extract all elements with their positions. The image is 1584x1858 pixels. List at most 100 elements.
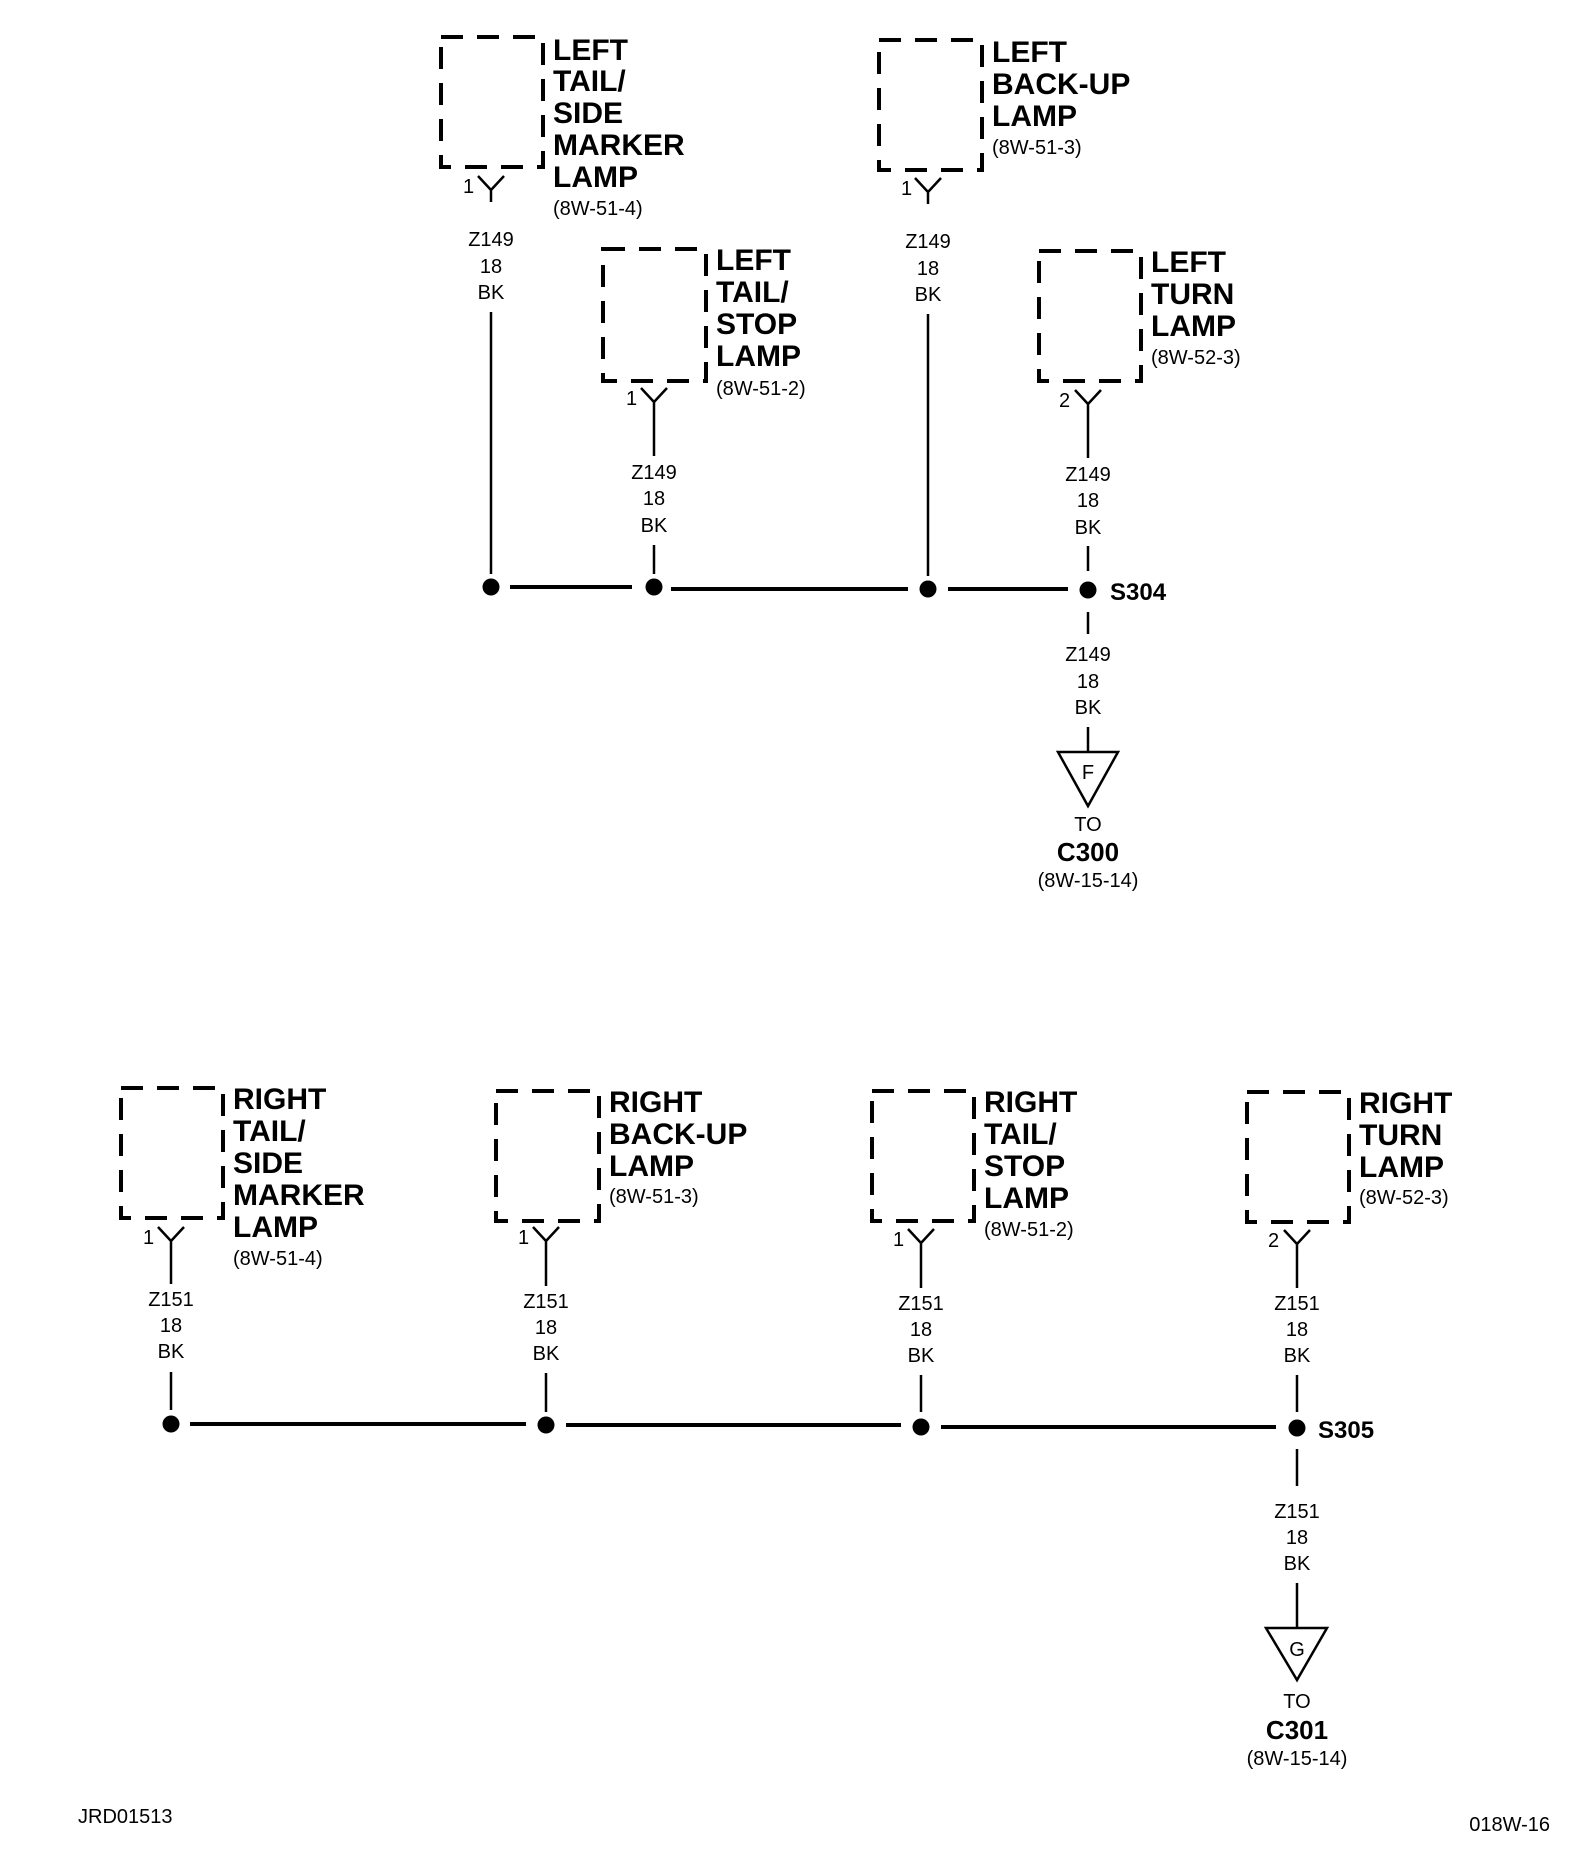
wire-color: BK [478, 282, 505, 304]
connector-to: TO [1074, 814, 1101, 836]
component-label-line: LAMP [1359, 1151, 1444, 1184]
splice-dot [537, 1416, 555, 1434]
wire-gauge: 18 [1286, 1527, 1308, 1549]
component-label-line: RIGHT [984, 1086, 1077, 1119]
connector-reference: (8W-15-14) [1038, 870, 1139, 892]
right-tail-side-marker-lamp: RIGHT TAIL/ SIDE MARKER LAMP (8W-51-4) 1… [119, 1083, 365, 1410]
component-label-line: LAMP [992, 100, 1077, 133]
wire-color: BK [1075, 697, 1102, 719]
component-label-line: TAIL/ [553, 65, 626, 98]
wire-color: BK [915, 284, 942, 306]
splice-dot [162, 1415, 180, 1433]
wire-id: Z151 [898, 1293, 944, 1315]
component-reference: (8W-51-2) [984, 1219, 1074, 1241]
component-label-line: TAIL/ [984, 1118, 1057, 1151]
connector-pin-icon [640, 387, 668, 414]
splice-s304-bus: S304 [482, 578, 1167, 606]
connector-name: C300 [1057, 837, 1119, 867]
component-label-line: RIGHT [609, 1086, 702, 1119]
component-reference: (8W-52-3) [1151, 347, 1241, 369]
pin-number: 2 [1059, 390, 1070, 412]
splice-dot [1288, 1419, 1306, 1437]
left-back-up-lamp: LEFT BACK-UP LAMP (8W-51-3) 1 Z149 18 BK [877, 36, 1130, 576]
wire-id: Z151 [148, 1289, 194, 1311]
page-id-right: 018W-16 [1469, 1814, 1550, 1836]
right-back-up-lamp: RIGHT BACK-UP LAMP (8W-51-3) 1 Z151 18 B… [494, 1086, 747, 1412]
splice-dot [912, 1418, 930, 1436]
left-lamp-circuit: LEFT TAIL/ SIDE MARKER LAMP (8W-51-4) 1 … [439, 34, 1241, 892]
component-label-line: STOP [716, 308, 797, 341]
pin-number: 2 [1268, 1230, 1279, 1252]
component-label-line: TAIL/ [716, 276, 789, 309]
component-label-line: STOP [984, 1150, 1065, 1183]
wire-id: Z151 [1274, 1501, 1320, 1523]
splice-dot [919, 580, 937, 598]
wire-id: Z149 [1065, 464, 1111, 486]
component-reference: (8W-51-3) [609, 1186, 699, 1208]
connector-letter: G [1289, 1639, 1305, 1661]
connector-pin-icon [157, 1226, 185, 1253]
pin-number: 1 [518, 1227, 529, 1249]
splice-label: S305 [1318, 1417, 1374, 1444]
component-reference: (8W-51-4) [233, 1248, 323, 1270]
wire-color: BK [1284, 1345, 1311, 1367]
connector-triangle-icon [1263, 1626, 1330, 1683]
component-label-line: LEFT [716, 244, 791, 277]
wire-gauge: 18 [160, 1315, 182, 1337]
wire-gauge: 18 [480, 256, 502, 278]
wire-color: BK [1284, 1553, 1311, 1575]
component-label-line: TAIL/ [233, 1115, 306, 1148]
component-label-line: RIGHT [233, 1083, 326, 1116]
wire-id: Z149 [905, 231, 951, 253]
connector-pin-icon [532, 1226, 560, 1253]
splice-s305-bus: S305 [162, 1415, 1374, 1444]
component-label-line: LAMP [609, 1150, 694, 1183]
component-label-line: LAMP [716, 340, 801, 373]
splice-dot [645, 578, 663, 596]
wire-gauge: 18 [917, 258, 939, 280]
component-label-line: SIDE [233, 1147, 303, 1180]
connector-pin-icon [477, 175, 505, 202]
wire-id: Z151 [1274, 1293, 1320, 1315]
component-reference: (8W-51-3) [992, 137, 1082, 159]
component-label-line: LEFT [553, 34, 628, 67]
pin-number: 1 [143, 1227, 154, 1249]
wire-gauge: 18 [643, 488, 665, 510]
component-label-line: BACK-UP [992, 68, 1130, 101]
connector-pin-icon [914, 177, 942, 204]
component-label-line: MARKER [233, 1179, 365, 1212]
right-tail-stop-lamp: RIGHT TAIL/ STOP LAMP (8W-51-2) 1 Z151 1… [870, 1086, 1077, 1412]
connector-to: TO [1283, 1691, 1310, 1713]
figure-id-left: JRD01513 [78, 1806, 173, 1828]
component-reference: (8W-51-4) [553, 198, 643, 220]
component-reference: (8W-52-3) [1359, 1187, 1449, 1209]
splice-label: S304 [1110, 579, 1167, 606]
wire-color: BK [533, 1343, 560, 1365]
component-label-line: LAMP [984, 1182, 1069, 1215]
right-turn-lamp: RIGHT TURN LAMP (8W-52-3) 2 Z151 18 BK [1245, 1087, 1452, 1412]
connector-name: C301 [1266, 1715, 1328, 1745]
wire-gauge: 18 [535, 1317, 557, 1339]
wire-id: Z149 [631, 462, 677, 484]
component-label-line: MARKER [553, 129, 685, 162]
wire-color: BK [1075, 517, 1102, 539]
wire-gauge: 18 [910, 1319, 932, 1341]
component-label-line: SIDE [553, 97, 623, 130]
pin-number: 1 [626, 388, 637, 410]
right-lamp-circuit: RIGHT TAIL/ SIDE MARKER LAMP (8W-51-4) 1… [119, 1083, 1452, 1770]
wire-id: Z151 [523, 1291, 569, 1313]
wire-color: BK [641, 515, 668, 537]
wire-id: Z149 [468, 229, 514, 251]
component-label-line: TURN [1359, 1119, 1442, 1152]
pin-number: 1 [901, 178, 912, 200]
component-label-line: LAMP [553, 161, 638, 194]
component-reference: (8W-51-2) [716, 378, 806, 400]
connector-triangle-icon [1055, 750, 1121, 809]
component-label-line: LAMP [1151, 310, 1236, 343]
connector-letter: F [1082, 762, 1094, 784]
connector-reference: (8W-15-14) [1247, 1748, 1348, 1770]
connector-pin-icon [1283, 1229, 1311, 1256]
wire-color: BK [908, 1345, 935, 1367]
splice-dot [1079, 581, 1097, 599]
component-label-line: RIGHT [1359, 1087, 1452, 1120]
